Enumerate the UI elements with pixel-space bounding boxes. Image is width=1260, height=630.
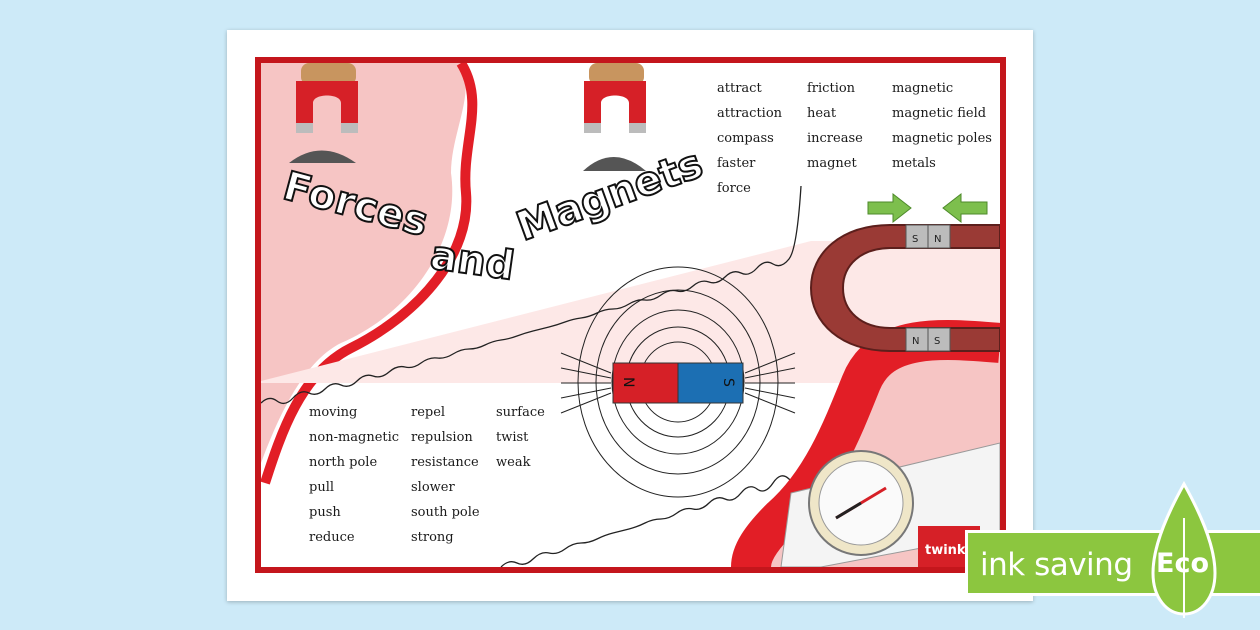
word: compass (717, 131, 774, 146)
horseshoe-label-4: S (934, 336, 940, 347)
word: slower (411, 480, 455, 495)
word: magnetic (892, 81, 954, 96)
word: magnet (807, 156, 857, 171)
word: push (309, 505, 341, 520)
leaf-icon (1151, 480, 1217, 618)
horseshoe-label-2: N (934, 234, 941, 245)
word: moving (309, 405, 358, 420)
word: heat (807, 106, 837, 121)
bar-magnet: N S (612, 362, 744, 404)
red-wave-left (261, 63, 478, 485)
word: faster (717, 156, 756, 171)
south-pole (677, 362, 744, 404)
word: surface (496, 405, 545, 420)
twinkl-logo-text: twinkl (925, 543, 970, 558)
horseshoe-label-1: S (912, 234, 918, 245)
word-mat-poster: N S S N N S (255, 57, 1006, 573)
poster-artwork: N S S N N S (261, 63, 1000, 567)
word: strong (411, 530, 454, 545)
word: attract (717, 81, 762, 96)
word: repel (411, 405, 446, 420)
word: pull (309, 480, 335, 495)
poster-title: Forces and Magnets (277, 140, 709, 291)
word: magnetic field (892, 106, 987, 121)
eco-label: Eco (1156, 548, 1209, 579)
title-magnets: Magnets (511, 141, 709, 251)
horseshoe-label-3: N (912, 336, 919, 347)
word: reduce (309, 530, 355, 545)
word: friction (807, 81, 856, 96)
eco-banner-text: ink saving (980, 547, 1133, 583)
word: north pole (309, 455, 378, 470)
word: twist (496, 430, 529, 445)
word: repulsion (411, 430, 473, 445)
word: non-magnetic (309, 430, 400, 445)
word: metals (892, 156, 936, 171)
word: south pole (411, 505, 480, 520)
word: force (717, 181, 751, 196)
word: weak (496, 455, 531, 470)
bar-south-label: S (720, 378, 736, 387)
hand-magnet-right (583, 63, 646, 171)
title-and: and (428, 232, 518, 289)
word: attraction (717, 106, 783, 121)
word: resistance (411, 455, 479, 470)
eco-ink-saving-badge: ink saving Eco (965, 478, 1260, 618)
arrow-right-icon (867, 192, 912, 224)
hand-magnet-left (289, 63, 358, 163)
arrow-left-icon (942, 192, 988, 224)
word: increase (807, 131, 863, 146)
title-forces: Forces (278, 163, 432, 246)
word: magnetic poles (892, 131, 992, 146)
wavy-line-top (261, 185, 802, 405)
bar-north-label: N (620, 377, 636, 387)
horseshoe-magnet: S N N S (809, 224, 1000, 352)
